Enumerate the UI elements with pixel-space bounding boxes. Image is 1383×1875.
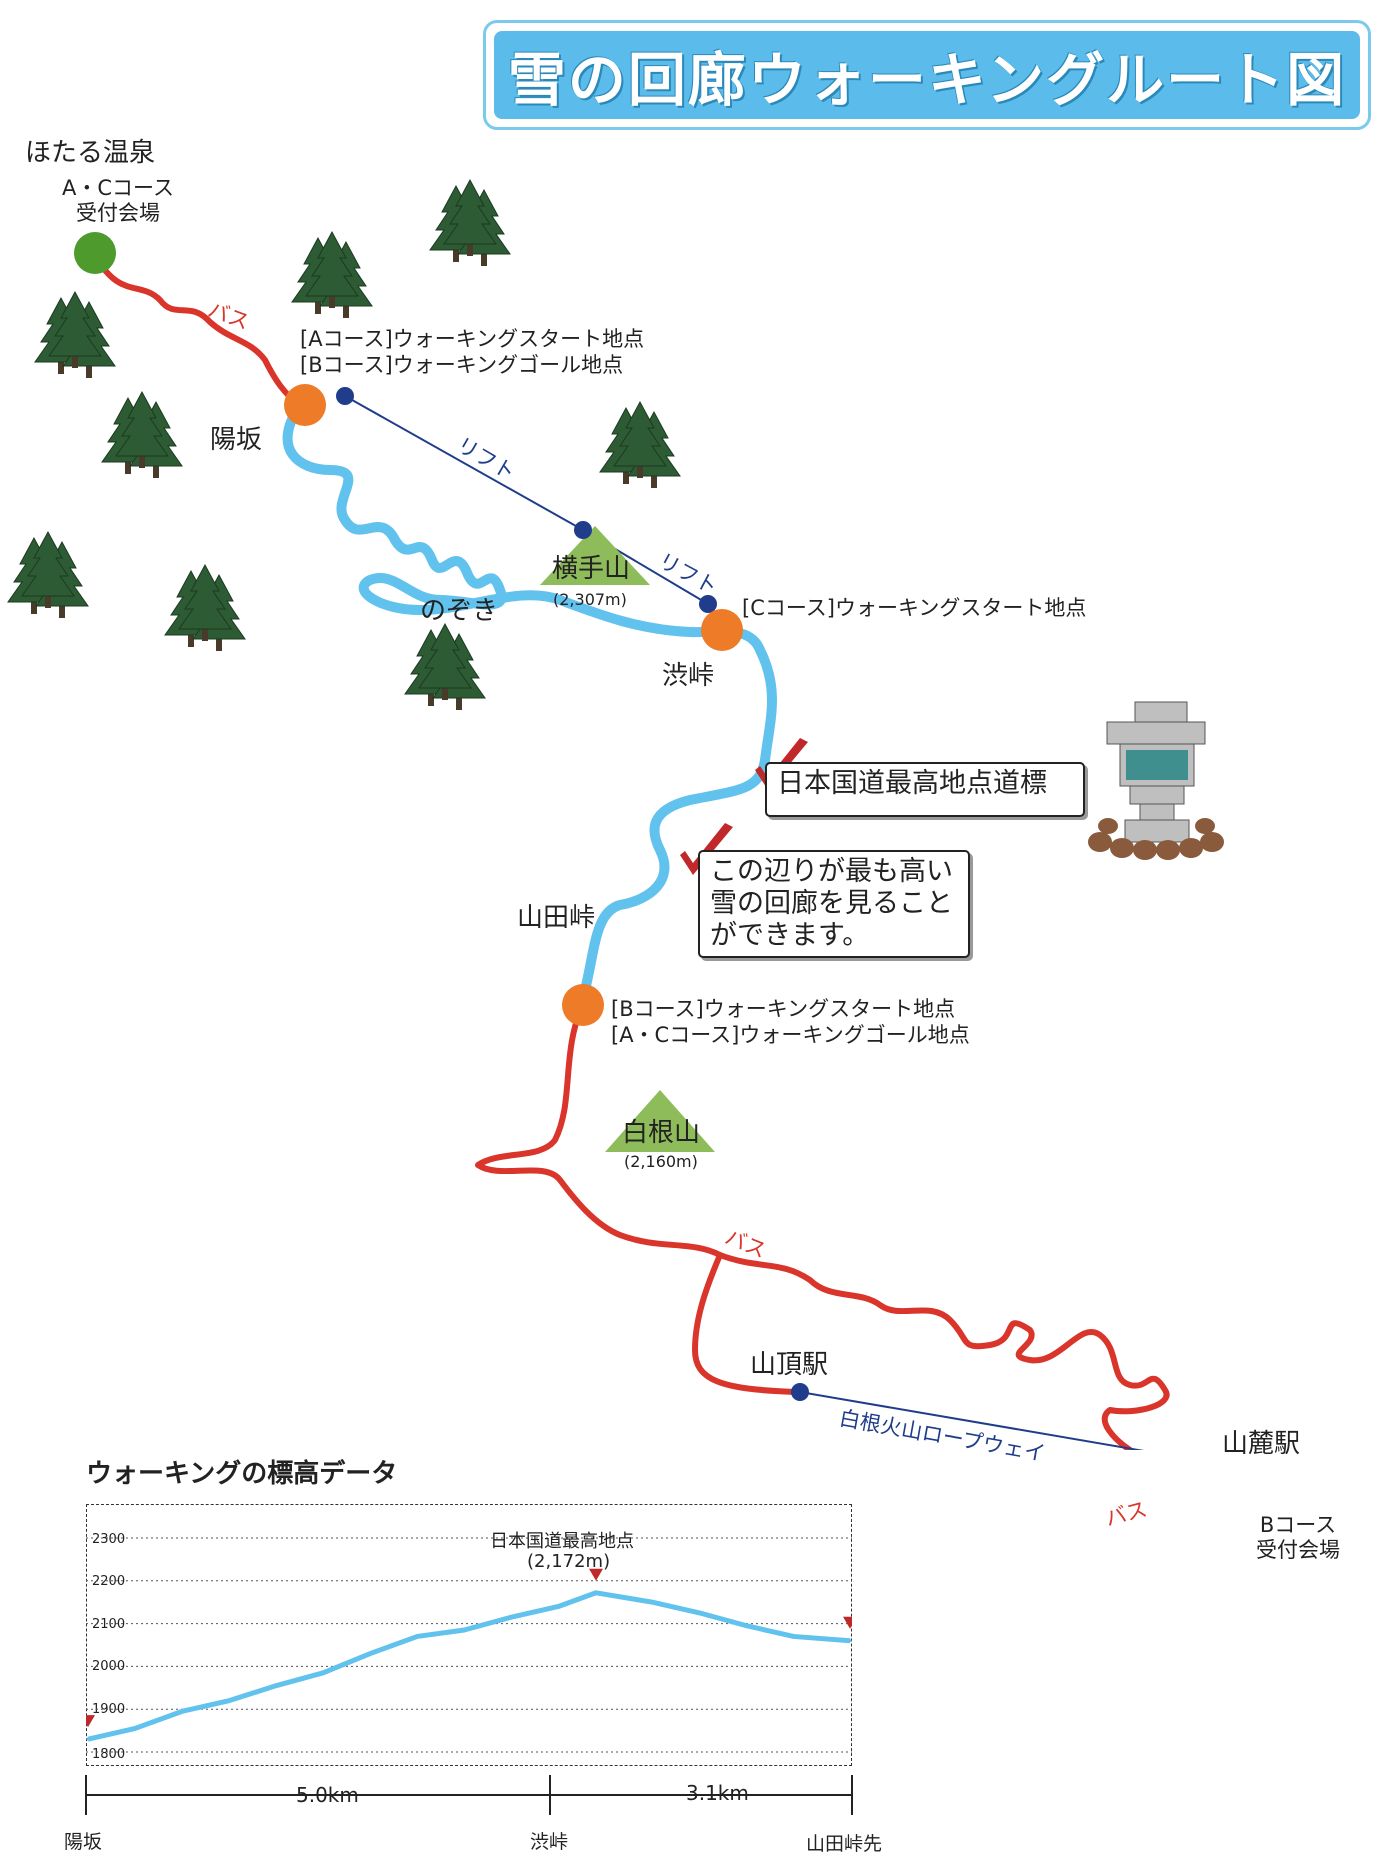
station-hiyosaka: 陽坂 [64,1831,103,1853]
place-nozoki: のぞき [420,596,499,626]
bus-route-1 [92,252,303,408]
distance-axis [85,1775,853,1815]
tree-icon [292,232,372,318]
elevation-point [848,1639,852,1643]
ytick-2100: 2100 [92,1617,126,1632]
walking-route [282,400,777,995]
ytick-2300: 2300 [92,1532,126,1547]
place-yokoteyama: 横手山 [552,554,631,584]
lift-line-2 [599,539,709,605]
elevation-point [462,1628,466,1632]
mountain-icon [605,1090,715,1152]
place-sancho-eki: 山頂駅 [750,1350,829,1380]
elevation-chart-frame [86,1504,852,1766]
station-yamadatoge-saki: 山田峠先 [806,1833,883,1855]
elevation-point [321,1671,325,1675]
segment-2-length: 3.1km [686,1781,749,1805]
elevation-point [650,1600,654,1604]
tree-icon [165,565,245,651]
place-hotaru-onsen: ほたる温泉 [25,138,156,168]
yokoteyama-elevation: (2,307m) [553,590,627,609]
point-a-start-b-goal: [Aコース]ウォーキングスタート地点 [Bコース]ウォーキングゴール地点 [300,327,645,377]
marker-triangle-icon [86,1715,95,1728]
marker-triangle-icon [843,1616,852,1629]
ytick-1900: 1900 [92,1702,126,1717]
node-onsen [74,232,116,274]
elevation-point [415,1634,419,1638]
title-panel: 雪の回廊ウォーキングルート図 [494,31,1360,119]
ropeway-line [799,1391,1145,1450]
node-b-start [562,984,604,1026]
peak-label: 日本国道最高地点 [490,1531,634,1552]
elevation-title: ウォーキングの標高データ [86,1459,398,1489]
place-sanroku-eki: 山麓駅 [1222,1429,1301,1459]
place-b-reception: Bコース 受付会場 [1256,1513,1340,1562]
title-banner: 雪の回廊ウォーキングルート図 [483,20,1371,130]
segment-1-length: 5.0km [296,1783,359,1807]
station-shibutoge: 渋峠 [530,1831,569,1853]
bus-route-branch [692,1252,803,1395]
elevation-point [86,1737,90,1741]
elevation-point [697,1611,701,1615]
place-shiraneyama: 白根山 [622,1118,701,1148]
place-hiyosaka: 陽坂 [210,425,263,455]
elevation-point [792,1634,796,1638]
callout-highest-marker: 日本国道最高地点道標 [765,762,1085,817]
mountain-icon [540,526,650,585]
stone-marker-icon [1088,701,1224,860]
point-b-start-ac-goal: [Bコース]ウォーキングスタート地点 [A・Cコース]ウォーキングゴール地点 [611,997,970,1047]
tree-icon [600,402,680,488]
page-title: 雪の回廊ウォーキングルート図 [507,46,1347,114]
peak-value: (2,172m) [527,1551,611,1572]
elevation-point [509,1615,513,1619]
elevation-point [594,1591,598,1595]
tree-icon [405,624,485,710]
ytick-2000: 2000 [92,1659,126,1674]
bus-route-2 [475,997,1170,1450]
ytick-1800: 1800 [92,1747,126,1762]
point-c-start: [Cコース]ウォーキングスタート地点 [742,596,1087,620]
place-yamadatoge: 山田峠 [517,903,596,933]
place-shibutoge: 渋峠 [662,661,715,691]
bus-label-3: バス [1102,1496,1150,1531]
elevation-point [368,1652,372,1656]
elevation-point [274,1684,278,1688]
elevation-point [745,1624,749,1628]
tree-icon [102,392,182,478]
shiraneyama-elevation: (2,160m) [624,1152,698,1171]
callout-highest-view: この辺りが最も高い 雪の回廊を見ること ができます。 [698,850,970,958]
node-lift-bottom [336,387,354,405]
route-map [0,0,1224,1450]
elevation-point [133,1726,137,1730]
node-lift-mid [574,521,592,539]
ytick-2200: 2200 [92,1574,126,1589]
tree-icon [430,180,510,266]
elevation-chart [86,1537,852,1753]
elevation-point [180,1709,184,1713]
lift-line-1 [344,395,584,531]
node-lift-top [699,595,717,613]
tree-icon [8,532,88,618]
node-shibutoge [701,609,743,651]
elevation-point [227,1699,231,1703]
check-icon [680,823,733,875]
marker-triangle-icon [589,1568,603,1581]
node-hiyosaka [284,384,326,426]
elevation-point [556,1604,560,1608]
place-ac-reception: A・Cコース 受付会場 [62,176,174,225]
tree-icon [35,292,115,378]
node-sancho [791,1383,809,1401]
